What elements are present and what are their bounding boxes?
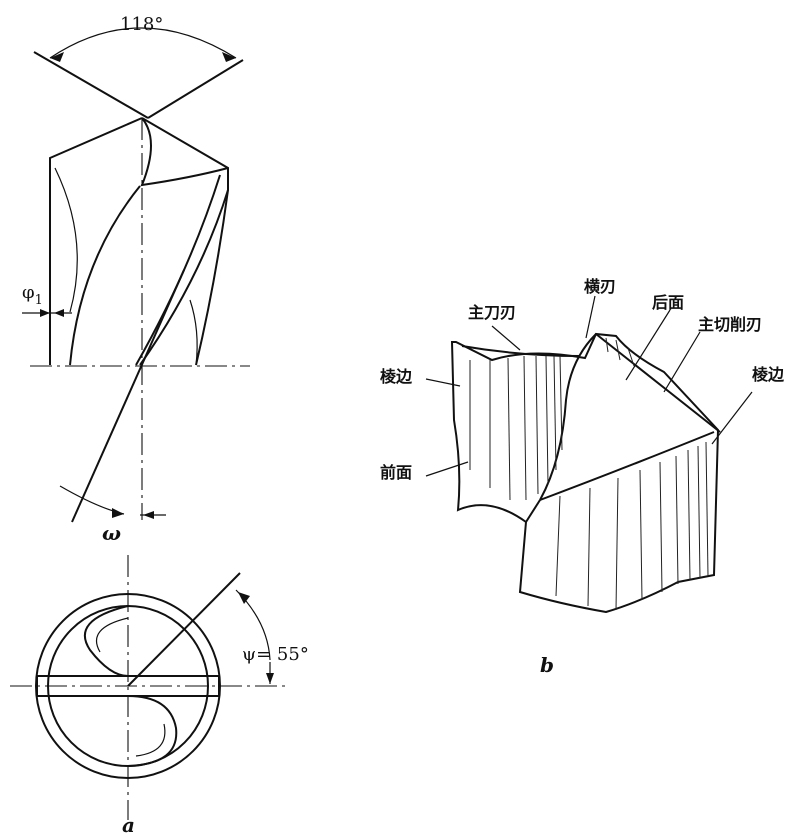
drill-outline-right [141, 117, 229, 366]
label-margin-right: 棱边 [752, 365, 785, 384]
arrowhead [238, 592, 250, 604]
flute-edge-left [69, 185, 141, 366]
flute-helix [135, 174, 221, 366]
point-angle-arc [49, 27, 237, 59]
flute-upper-inner [95, 617, 129, 653]
phi-label: φ1 [22, 282, 43, 308]
chisel-edge-curve [539, 333, 597, 501]
flute-lower [127, 695, 178, 767]
caption-b: b [540, 653, 554, 677]
psi-angle-line [127, 572, 241, 687]
main-cutting-edge [595, 333, 721, 433]
back-flute-hatching [605, 337, 635, 367]
left-face-hatching [469, 355, 563, 501]
leader-margin-left [425, 378, 461, 387]
leader-flank [625, 309, 671, 381]
flute-upper [84, 605, 129, 677]
point-angle-line-right [147, 59, 244, 119]
caption-a: a [122, 813, 135, 835]
leader-main-cutting-edge [663, 331, 701, 393]
label-rake-face: 前面 [380, 463, 412, 482]
arrowhead [112, 508, 124, 518]
arrowhead [54, 309, 64, 317]
arrowhead [143, 511, 154, 519]
psi-label: ψ= 55° [242, 644, 309, 665]
label-main-cutting-edge: 主切削刃 [698, 315, 762, 334]
label-flank: 后面 [652, 293, 684, 312]
drill-side-view: 118° φ1 ω [22, 14, 250, 545]
flute-helix-inner [139, 189, 229, 366]
chisel-edge [140, 117, 229, 187]
leader-rake-face [425, 461, 469, 477]
flute-lower-inner [135, 723, 166, 757]
flank-lower-edge [539, 431, 715, 501]
drill-cross-section: ψ= 55° a [10, 555, 309, 835]
label-main-edge: 主刀刃 [468, 303, 516, 322]
margin-line-left [54, 167, 78, 313]
drill-tip-outline [450, 332, 720, 614]
rake-corner [525, 499, 541, 523]
helix-angle-line [71, 269, 185, 523]
drill-outline-left [49, 117, 143, 365]
right-face-hatching [555, 441, 709, 611]
arrowhead [50, 52, 64, 62]
leader-main-edge [491, 325, 521, 351]
leader-margin-right [711, 391, 753, 445]
flute-heel [189, 299, 198, 366]
drill-tip-perspective: 主刀刃 横刃 后面 主切削刃 棱边 棱边 前面 b [380, 277, 785, 677]
point-angle-label: 118° [120, 14, 163, 35]
arrowhead [266, 673, 274, 684]
label-chisel-edge: 横刃 [584, 277, 616, 296]
point-angle-line-left [33, 51, 149, 119]
label-margin-left: 棱边 [380, 367, 413, 386]
arrowhead [40, 309, 50, 317]
omega-label: ω [102, 521, 121, 545]
arrowhead [222, 52, 236, 62]
leader-chisel [585, 295, 596, 339]
top-edge [461, 345, 581, 357]
